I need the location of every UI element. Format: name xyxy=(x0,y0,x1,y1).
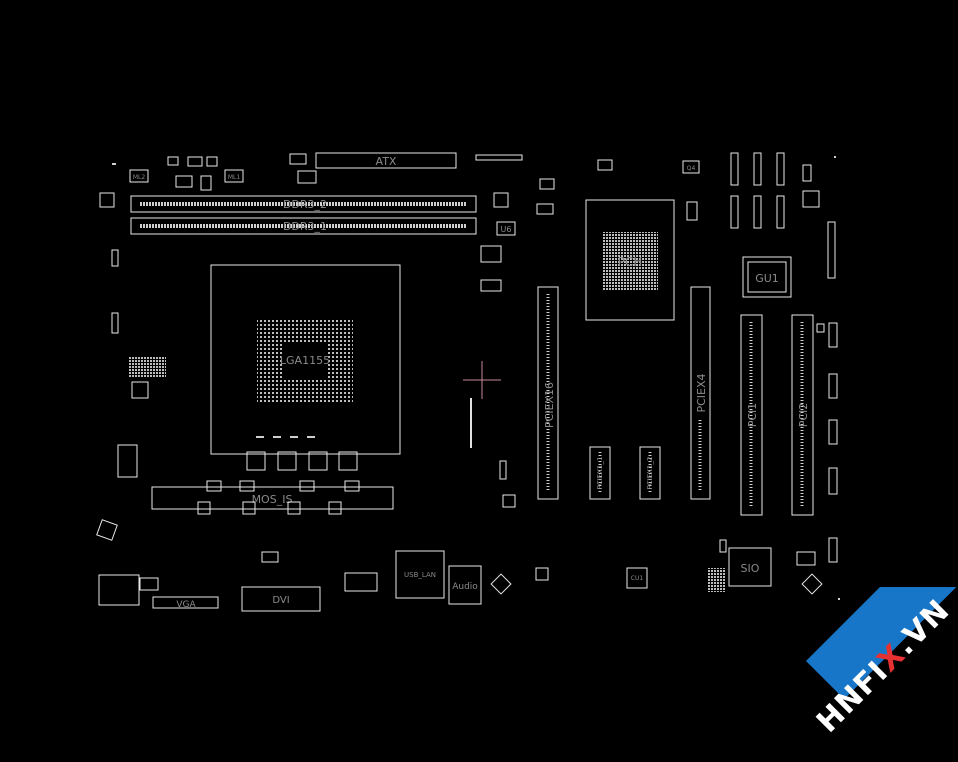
ddr3-slot-2[interactable]: DDR3_2 xyxy=(130,195,477,213)
pch-chipset[interactable]: PCH xyxy=(585,199,675,321)
dvi-label: DVI xyxy=(272,595,289,606)
pciex1-slot-1[interactable]: PCIEX1_1 xyxy=(589,446,611,500)
mos-label: MOS_IS xyxy=(252,493,293,506)
pci1-label: PCI1 xyxy=(746,403,759,428)
ml1-label: ML1 xyxy=(228,174,241,181)
ddr3-2-label: DDR3_2 xyxy=(283,198,327,211)
pciex1-2-label: PCIEX1_2 xyxy=(646,457,654,490)
usb-lan-label: USB_LAN xyxy=(404,571,436,579)
sio-chip[interactable]: SIO xyxy=(708,539,823,595)
pch-label: PCH xyxy=(618,255,643,269)
cpu-socket[interactable]: LGA1155 xyxy=(210,264,401,455)
cu1-label: CU1 xyxy=(631,575,644,582)
cpu-decoupling xyxy=(256,436,315,438)
gu1-label: GU1 xyxy=(755,272,779,285)
gu1-chip[interactable]: GU1 xyxy=(742,256,792,298)
top-left-components: ML2 ML1 U6 xyxy=(99,153,555,292)
pci1-slot[interactable]: PCI1 xyxy=(740,314,763,516)
pciex4-label: PCIEX4 xyxy=(695,373,708,412)
ddr3-1-label: DDR3_1 xyxy=(283,220,327,233)
audio-connector[interactable]: Audio xyxy=(448,565,482,605)
u6-label: U6 xyxy=(501,225,512,234)
ddr3-slot-1[interactable]: DDR3_1 xyxy=(130,217,477,235)
usb-lan-connector[interactable]: USB_LAN xyxy=(395,550,445,599)
right-edge-headers xyxy=(816,322,838,563)
pci2-label: PCI2 xyxy=(797,403,810,428)
cursor-crosshair xyxy=(463,361,501,448)
left-side-components xyxy=(96,249,166,541)
ml2-label: ML2 xyxy=(133,174,146,181)
q4-label: Q4 xyxy=(687,165,696,172)
cpu-label: LGA1155 xyxy=(280,354,330,367)
dvi-connector[interactable]: DVI xyxy=(241,586,321,612)
bottom-small-components: CU1 xyxy=(139,460,648,595)
cpu-pin-field xyxy=(257,318,353,404)
board-corner-marks xyxy=(112,156,840,600)
atx-label: ATX xyxy=(376,155,397,168)
pciex16-label: PCIEX16 xyxy=(543,382,556,428)
pciex1-slot-2[interactable]: PCIEX1_2 xyxy=(639,446,661,500)
top-right-components: Q4 xyxy=(597,152,836,279)
vga-label: VGA xyxy=(176,600,196,610)
pciex4-slot[interactable]: PCIEX4 xyxy=(690,286,711,500)
mosfet-area[interactable]: MOS_IS xyxy=(151,451,394,515)
usb-header[interactable] xyxy=(344,572,378,592)
pciex16-slot[interactable]: PCIEX16 xyxy=(537,286,559,500)
sio-label: SIO xyxy=(741,562,760,575)
vga-connector[interactable]: VGA xyxy=(152,596,219,610)
atx-connector[interactable]: ATX xyxy=(315,152,457,169)
ps2-connector[interactable] xyxy=(98,574,140,606)
hnfix-watermark: HNFIX.VN xyxy=(788,587,958,762)
pci2-slot[interactable]: PCI2 xyxy=(791,314,814,516)
pciex1-1-label: PCIEX1_1 xyxy=(596,457,604,490)
audio-label: Audio xyxy=(452,582,478,592)
